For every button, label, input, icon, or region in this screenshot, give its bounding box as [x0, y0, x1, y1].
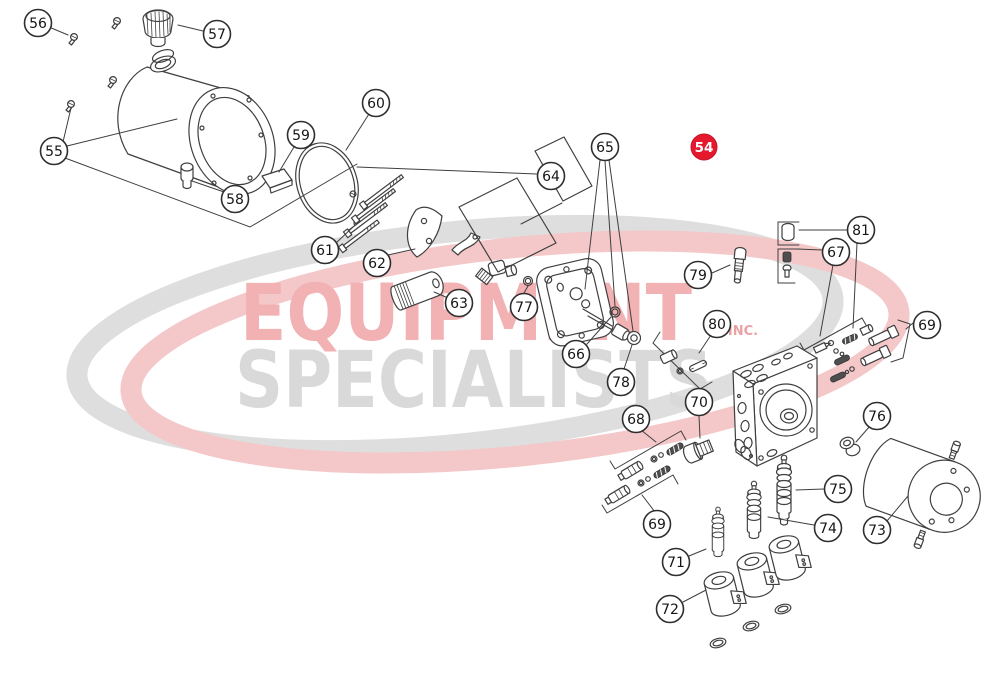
part-cartridge-valve-71	[711, 506, 725, 558]
leader-lines	[48, 24, 914, 603]
part-cartridge-valve-74	[746, 480, 762, 540]
callout-55: 55	[39, 136, 69, 166]
callout-63: 63	[444, 288, 474, 318]
svg-text:64: 64	[542, 169, 560, 185]
callouts-layer: 54 55 56 57 58 59 60 61 62 63 64 65 66 67 68 69 69 70 71 72…	[23, 8, 942, 624]
svg-text:77: 77	[515, 300, 533, 316]
svg-text:55: 55	[45, 144, 63, 160]
svg-text:71: 71	[667, 555, 685, 571]
svg-text:67: 67	[827, 245, 845, 261]
part-relief-kit-b	[601, 465, 679, 514]
svg-text:73: 73	[868, 523, 886, 539]
callout-57: 57	[202, 19, 232, 49]
part-motor	[862, 437, 981, 549]
svg-text:75: 75	[829, 482, 847, 498]
svg-text:78: 78	[612, 375, 630, 391]
callout-64: 64	[536, 161, 566, 191]
watermark-ring-pink	[120, 230, 910, 474]
part-reservoir	[117, 49, 276, 196]
svg-text:62: 62	[368, 256, 386, 272]
part-coil-orings	[709, 603, 792, 649]
svg-text:65: 65	[596, 140, 614, 156]
part-relief-kit-a	[609, 430, 687, 481]
part-solenoid-coils	[703, 535, 812, 617]
svg-text:60: 60	[367, 96, 385, 112]
part-bolts	[337, 174, 405, 254]
part-shaft-nut	[626, 330, 642, 346]
svg-text:66: 66	[567, 347, 585, 363]
callout-59: 59	[286, 120, 316, 150]
callout-58: 58	[220, 184, 250, 214]
callout-75: 75	[823, 474, 853, 504]
part-mount-plate	[406, 206, 443, 258]
callout-72: 72	[655, 594, 685, 624]
callout-66: 66	[561, 339, 591, 369]
part-bushing	[839, 436, 861, 457]
callout-77: 77	[509, 292, 539, 322]
callout-73: 73	[862, 515, 892, 545]
svg-text:69: 69	[648, 517, 666, 533]
callout-56: 56	[23, 8, 53, 38]
callout-69-b: 69	[642, 509, 672, 539]
callout-79: 79	[683, 260, 713, 290]
svg-text:69: 69	[918, 318, 936, 334]
part-oring-large	[295, 142, 359, 224]
svg-text:63: 63	[450, 296, 468, 312]
callout-76: 76	[862, 401, 892, 431]
callout-71: 71	[661, 547, 691, 577]
svg-text:57: 57	[208, 27, 226, 43]
callout-67: 67	[821, 237, 851, 267]
part-manifold-block	[732, 345, 818, 467]
part-filter	[390, 271, 444, 311]
part-filler-cap	[142, 9, 174, 48]
part-check-valve-kit	[799, 317, 874, 383]
callout-60: 60	[361, 88, 391, 118]
callout-78: 78	[606, 367, 636, 397]
part-pilot-valve	[733, 246, 747, 284]
svg-text:79: 79	[689, 268, 707, 284]
svg-text:56: 56	[29, 16, 47, 32]
part-shaft-seal	[609, 306, 621, 318]
svg-text:70: 70	[690, 395, 708, 411]
part-coupling-kit	[652, 331, 713, 390]
callout-61: 61	[310, 235, 340, 265]
part-gear-pump	[536, 258, 642, 347]
part-elbow-fitting	[475, 259, 518, 286]
callout-68: 68	[621, 404, 651, 434]
svg-text:81: 81	[852, 223, 870, 239]
part-check-valves	[860, 319, 911, 367]
callout-74: 74	[813, 513, 843, 543]
svg-text:59: 59	[292, 128, 310, 144]
part-pad	[261, 168, 293, 194]
part-cartridge-valve-75	[775, 454, 793, 526]
callout-54-assembly: 54	[690, 133, 718, 161]
svg-text:80: 80	[708, 317, 726, 333]
watermark-inc: INC.	[728, 324, 758, 339]
callout-70: 70	[684, 387, 714, 417]
svg-text:72: 72	[661, 602, 679, 618]
svg-text:74: 74	[819, 521, 837, 537]
callout-62: 62	[362, 248, 392, 278]
callout-81: 81	[846, 215, 876, 245]
parts-artwork	[65, 9, 981, 649]
callout-65: 65	[590, 132, 620, 162]
svg-text:76: 76	[868, 409, 886, 425]
part-cap-and-poppet	[777, 221, 800, 284]
part-plug	[682, 439, 714, 464]
svg-text:58: 58	[226, 192, 244, 208]
callout-69-a: 69	[912, 310, 942, 340]
watermark-ring-gray	[66, 214, 844, 462]
svg-text:68: 68	[627, 412, 645, 428]
callout-80: 80	[702, 309, 732, 339]
svg-text:54: 54	[695, 140, 714, 156]
svg-text:61: 61	[316, 243, 334, 259]
